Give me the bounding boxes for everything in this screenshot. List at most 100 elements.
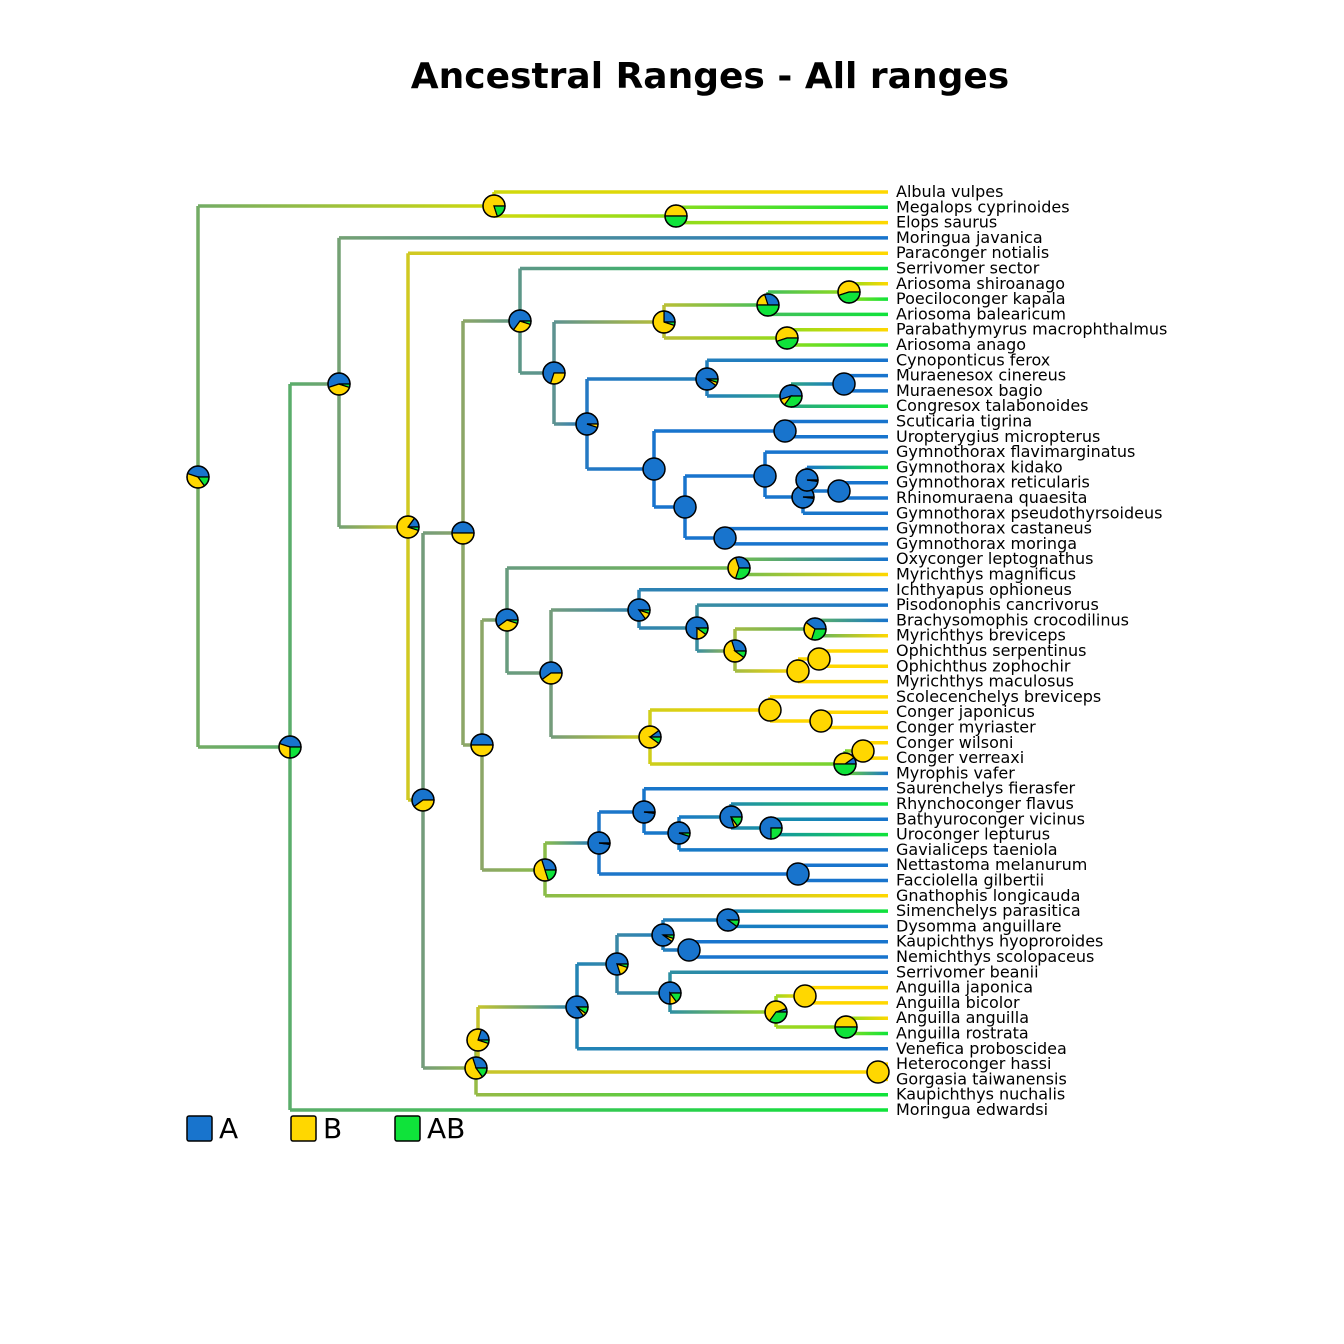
node-pie bbox=[827, 479, 851, 503]
pie-outline bbox=[716, 908, 740, 932]
tip-label: Muraenesox cinereus bbox=[896, 366, 1066, 385]
tip-label: Venefica proboscidea bbox=[896, 1039, 1067, 1058]
node-pie bbox=[727, 556, 751, 580]
tip-label: Ariosoma anago bbox=[896, 335, 1026, 354]
node-pie bbox=[652, 310, 676, 334]
node-pie bbox=[396, 515, 420, 539]
pie-slice-B bbox=[470, 744, 494, 757]
pie-outline bbox=[652, 310, 676, 334]
pie-slice-A bbox=[713, 526, 737, 550]
pie-outline bbox=[667, 821, 691, 845]
node-pie bbox=[658, 981, 682, 1005]
node-pie bbox=[327, 372, 351, 396]
node-pie bbox=[466, 1028, 490, 1052]
node-pie bbox=[773, 419, 797, 443]
node-pie bbox=[186, 465, 210, 489]
pie-slice-A bbox=[753, 464, 777, 488]
legend-swatch-A bbox=[186, 1115, 213, 1142]
pie-slice-A bbox=[673, 495, 697, 519]
node-pie bbox=[793, 984, 817, 1008]
node-pie bbox=[278, 735, 302, 759]
pie-outline bbox=[759, 816, 783, 840]
tip-label: Myrophis vafer bbox=[896, 763, 1015, 782]
pie-outline bbox=[795, 468, 819, 492]
pie-outline bbox=[651, 923, 675, 947]
tip-label: Gymnothorax reticularis bbox=[896, 473, 1090, 492]
node-pie bbox=[495, 608, 519, 632]
legend-swatch-B bbox=[290, 1115, 317, 1142]
pie-slice-B bbox=[851, 739, 875, 763]
node-pie bbox=[470, 733, 494, 757]
pie-outline bbox=[451, 521, 475, 545]
legend-label: A bbox=[219, 1112, 238, 1145]
pie-outline bbox=[664, 204, 688, 228]
pie-outline bbox=[186, 465, 210, 489]
tip-label: Myrichthys breviceps bbox=[896, 626, 1066, 645]
tip-label: Parabathymyrus macrophthalmus bbox=[896, 320, 1167, 339]
tip-label: Ophichthus zophochir bbox=[896, 656, 1071, 675]
pie-slice-B bbox=[866, 1060, 890, 1084]
tip-label: Serrivomer sector bbox=[896, 259, 1040, 278]
node-pie bbox=[542, 361, 566, 385]
chart-title: Ancestral Ranges - All ranges bbox=[410, 56, 1010, 97]
node-pie bbox=[508, 309, 532, 333]
pie-outline bbox=[764, 1000, 788, 1024]
pie-outline bbox=[482, 194, 506, 218]
tip-label: Moringua javanica bbox=[896, 228, 1043, 247]
pie-outline bbox=[542, 361, 566, 385]
pie-outline bbox=[605, 952, 629, 976]
tip-label: Gorgasia taiwanensis bbox=[896, 1069, 1067, 1088]
pie-outline bbox=[508, 309, 532, 333]
pie-slice-AB bbox=[834, 1026, 858, 1039]
pie-slice-A bbox=[827, 479, 851, 503]
node-pie bbox=[605, 952, 629, 976]
tip-label: Serrivomer beanii bbox=[896, 962, 1039, 981]
tip-label: Nemichthys scolopaceus bbox=[896, 947, 1094, 966]
tip-label: Conger verreaxi bbox=[896, 748, 1024, 767]
tip-label: Rhynchoconger flavus bbox=[896, 794, 1074, 813]
tip-label: Uropterygius micropterus bbox=[896, 427, 1100, 446]
pie-slice-A bbox=[773, 419, 797, 443]
node-pie bbox=[832, 372, 856, 396]
node-pie bbox=[756, 293, 780, 317]
legend-label: AB bbox=[427, 1112, 465, 1145]
pie-outline bbox=[565, 995, 589, 1019]
tip-label: Ichthyapus ophioneus bbox=[896, 580, 1072, 599]
pie-slice-A bbox=[451, 521, 475, 534]
tip-label: Pisodonophis cancrivorus bbox=[896, 595, 1099, 614]
node-pie bbox=[664, 204, 688, 228]
pie-outline bbox=[495, 608, 519, 632]
tip-label: Kaupichthys nuchalis bbox=[896, 1085, 1065, 1104]
pie-outline bbox=[719, 805, 743, 829]
tip-label: Gymnothorax castaneus bbox=[896, 519, 1092, 538]
node-pie bbox=[779, 384, 803, 408]
pie-outline bbox=[464, 1056, 488, 1080]
pie-outline bbox=[695, 367, 719, 391]
node-pie bbox=[677, 938, 701, 962]
pie-outline bbox=[803, 617, 827, 641]
tip-label: Gavialiceps taeniola bbox=[896, 840, 1058, 859]
node-pie bbox=[764, 1000, 788, 1024]
pie-outline bbox=[278, 735, 302, 759]
pie-outline bbox=[466, 1028, 490, 1052]
pie-outline bbox=[411, 788, 435, 812]
pie-outline bbox=[627, 598, 651, 622]
node-pie bbox=[587, 831, 611, 855]
pie-slice-A bbox=[470, 733, 494, 746]
node-pie bbox=[673, 495, 697, 519]
tip-label: Albula vulpes bbox=[896, 182, 1003, 201]
tip-label: Nettastoma melanurum bbox=[896, 855, 1087, 874]
node-pie bbox=[837, 280, 861, 304]
tip-label: Congresox talabonoides bbox=[896, 396, 1089, 415]
node-pie bbox=[539, 661, 563, 685]
pie-outline bbox=[658, 981, 682, 1005]
tip-label: Heteroconger hassi bbox=[896, 1054, 1051, 1073]
pie-outline bbox=[470, 733, 494, 757]
node-pie bbox=[651, 923, 675, 947]
legend-swatch-AB bbox=[394, 1115, 421, 1142]
pie-outline bbox=[723, 639, 747, 663]
tip-label: Scuticaria tigrina bbox=[896, 412, 1032, 431]
